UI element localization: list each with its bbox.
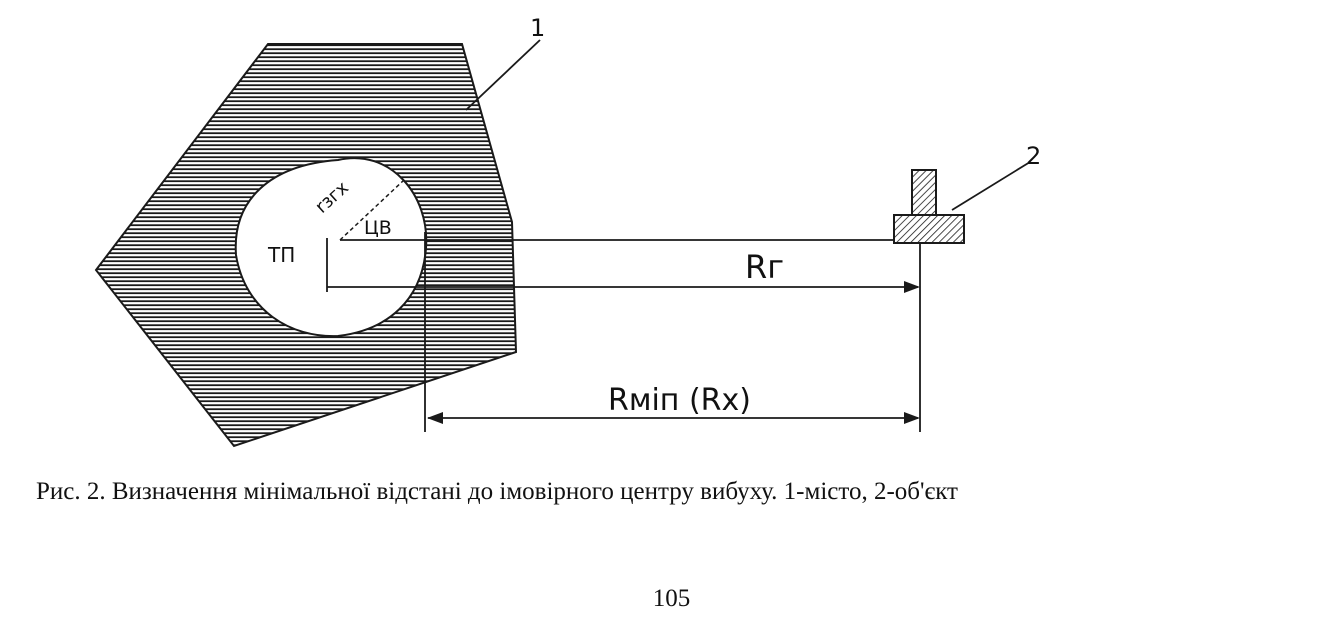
- rmin-arrow-right: [904, 412, 920, 424]
- object-number-label: 2: [1026, 142, 1041, 170]
- rmin-label: Rміп (Rх): [608, 383, 751, 418]
- figure-caption: Рис. 2. Визначення мінімальної відстані …: [36, 478, 958, 505]
- r-zgx-label: rзгх: [311, 177, 353, 218]
- city-area: [94, 43, 518, 448]
- radius-line: [339, 179, 405, 241]
- object-leader-line: [951, 161, 1031, 211]
- tp-label: ТП: [267, 243, 295, 267]
- rg-arrow-head: [904, 281, 920, 293]
- city-leader-line: [465, 39, 541, 111]
- explosion-distance-diagram: 1 2 ТП ЦВ rзгх Rг Rміп (Rх): [94, 14, 1041, 448]
- page-number: 105: [652, 585, 691, 612]
- rg-label: Rг: [745, 248, 784, 286]
- cv-label: ЦВ: [364, 217, 392, 239]
- city-number-label: 1: [530, 14, 545, 42]
- object-base: [893, 214, 965, 244]
- object-post: [911, 169, 937, 217]
- rmin-arrow-left: [427, 412, 443, 424]
